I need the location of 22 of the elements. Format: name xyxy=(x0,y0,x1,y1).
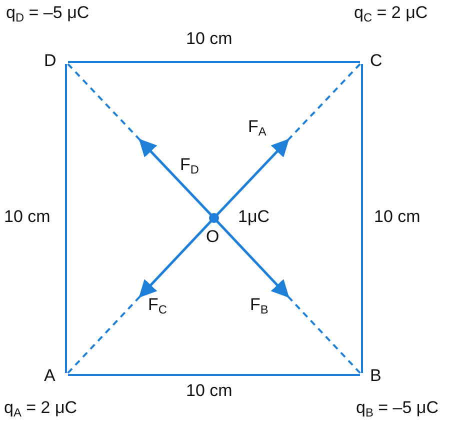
line xyxy=(68,61,360,63)
point-label: C xyxy=(370,52,382,71)
point-label: A xyxy=(44,367,56,386)
dimension-label: 10 cm xyxy=(186,382,232,401)
charge-label: 1μC xyxy=(238,208,270,227)
line xyxy=(361,64,363,373)
charge-label: q$_{C}$ = 2 μC xyxy=(354,4,428,23)
force-label: F$_{C}$ xyxy=(148,296,167,315)
force-label: F$_{D}$ xyxy=(180,156,199,175)
dimension-label: 10 cm xyxy=(4,208,50,227)
dimension-label: 10 cm xyxy=(186,30,232,49)
point-label: O xyxy=(206,228,220,247)
charge-label: q$_{A}$ = 2 μC xyxy=(4,399,78,418)
point-label: D xyxy=(44,52,56,71)
line xyxy=(65,64,67,373)
line xyxy=(68,374,360,376)
force-label: F$_{B}$ xyxy=(250,296,268,315)
dimension-label: 10 cm xyxy=(374,208,420,227)
force-label: F$_{A}$ xyxy=(248,118,266,137)
charge-label: q$_{D}$ = –5 μC xyxy=(6,4,90,23)
point-label: B xyxy=(370,367,382,386)
charge-label: q$_{B}$ = –5 μC xyxy=(356,399,438,418)
